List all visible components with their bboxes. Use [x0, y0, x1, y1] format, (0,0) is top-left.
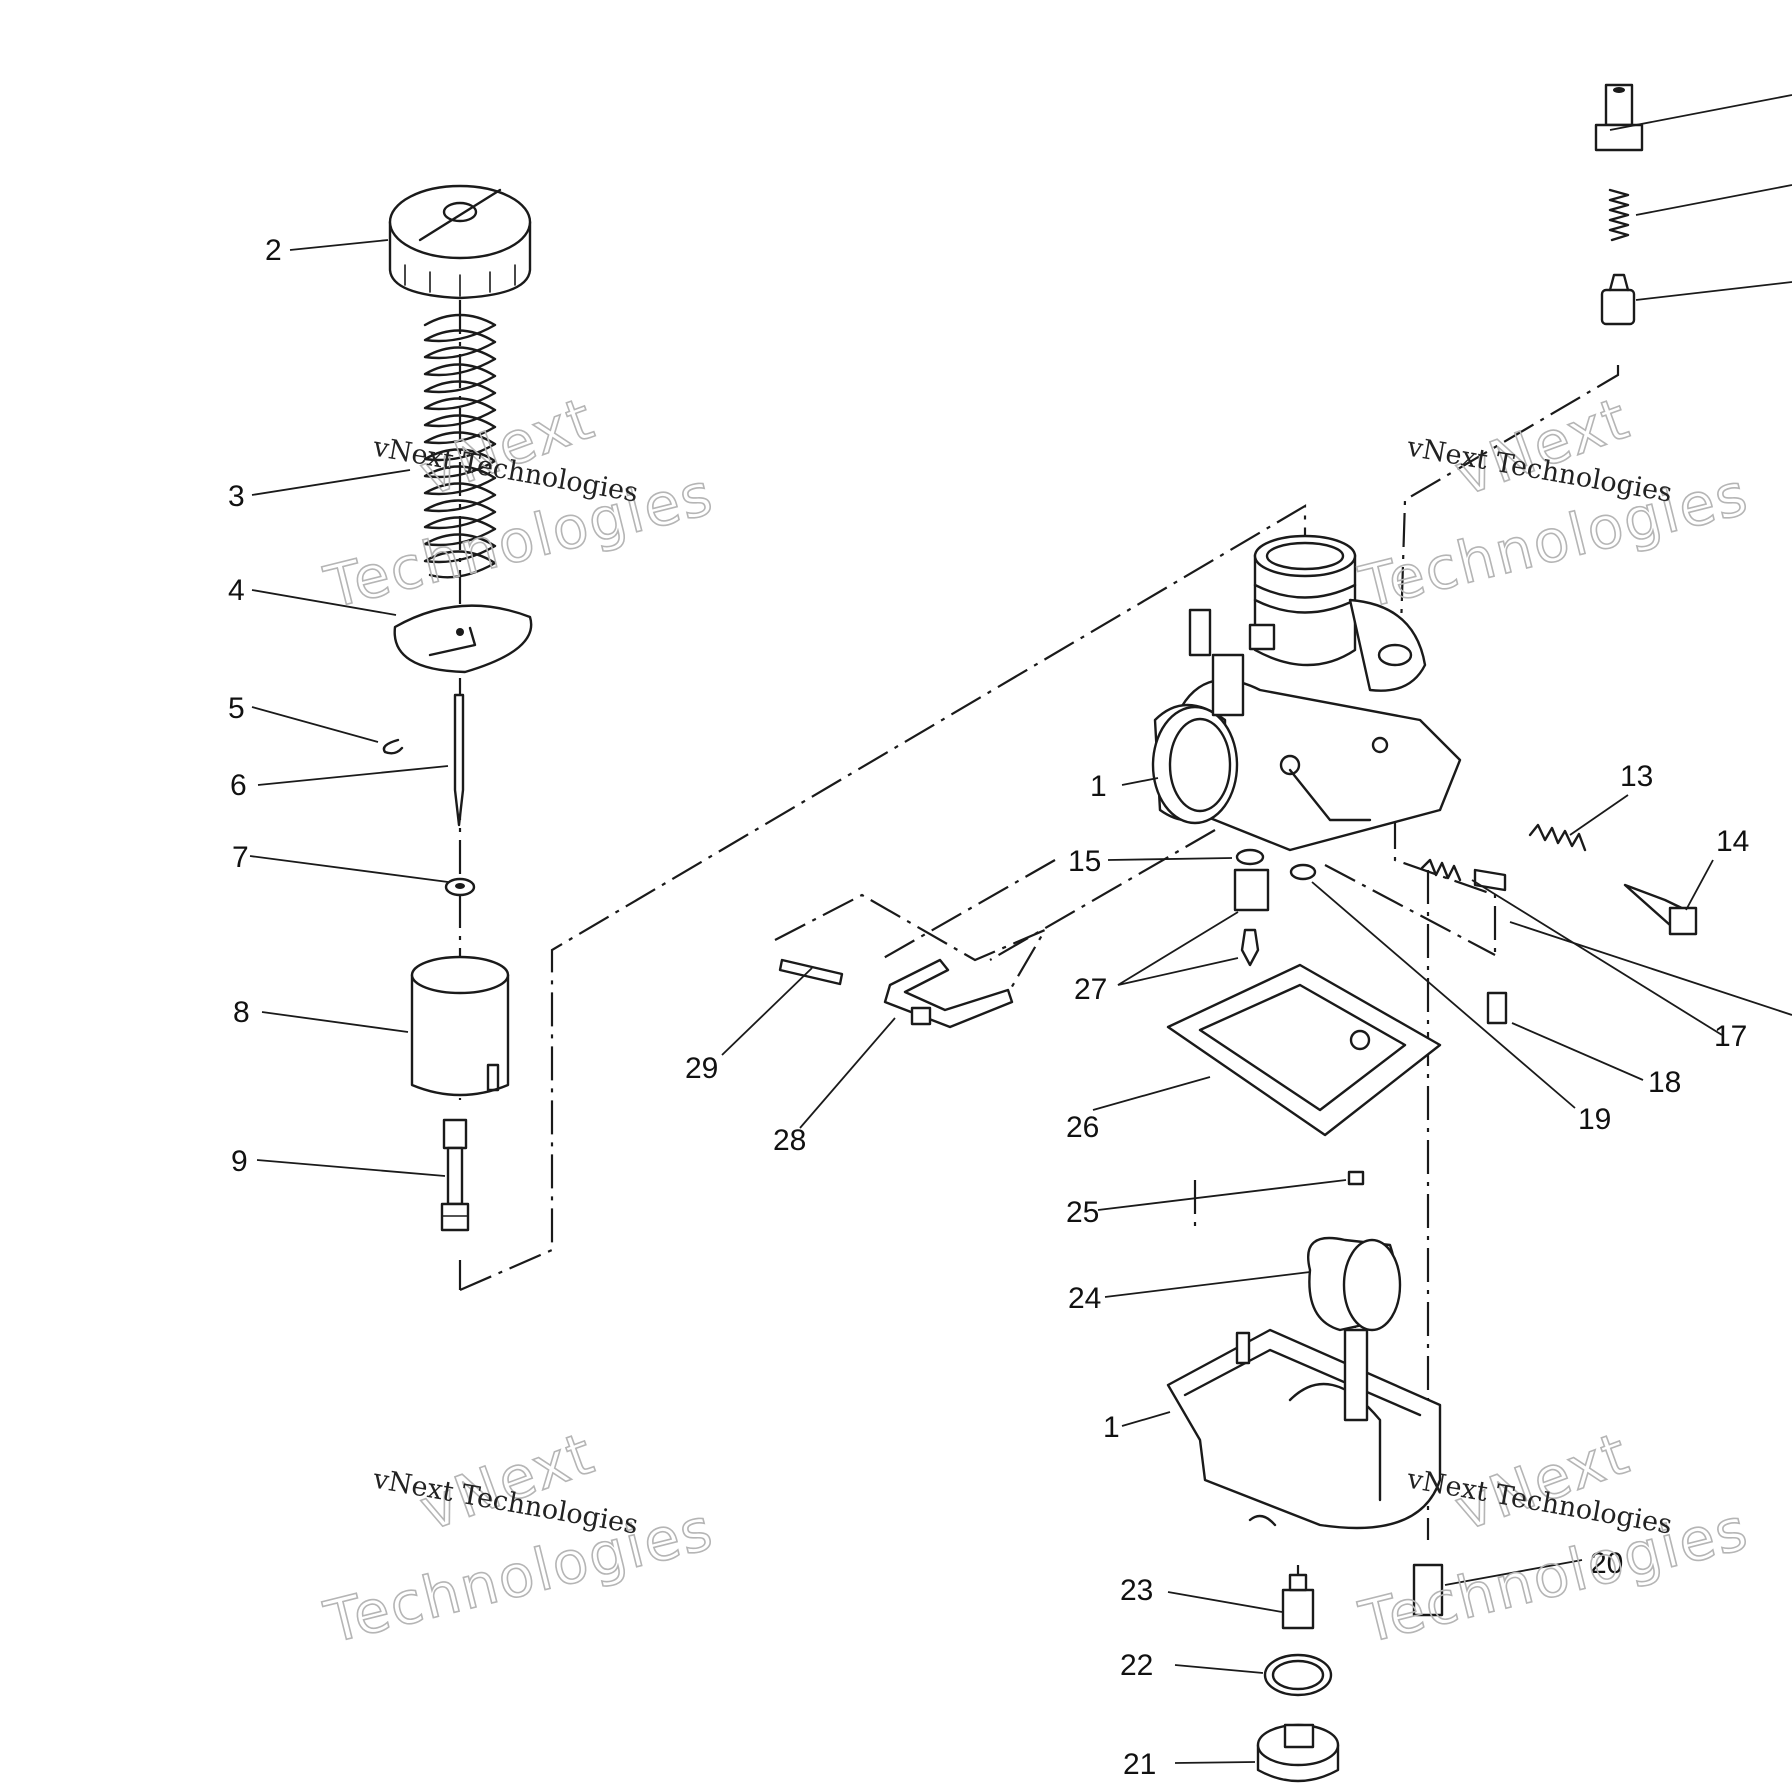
callout-6: 6 [230, 769, 247, 802]
callout-19: 19 [1578, 1103, 1611, 1136]
watermark-bottom-left: vNext Technologies vNext Technologies [317, 1418, 721, 1657]
callout-7: 7 [232, 841, 249, 874]
callout-9: 9 [231, 1145, 248, 1178]
part-top-cable-adjuster [1594, 83, 1644, 152]
part-14-screw [1623, 883, 1698, 936]
callout-2: 2 [265, 234, 282, 267]
callout-1b: 1 [1103, 1411, 1120, 1444]
callout-4: 4 [228, 574, 245, 607]
callout-25: 25 [1066, 1196, 1099, 1229]
callout-20: 20 [1590, 1547, 1623, 1580]
part-top-spring [1608, 188, 1630, 242]
part-1-carburetor-body [1151, 534, 1462, 852]
part-2-cap [388, 184, 532, 300]
part-5-clip [382, 738, 404, 755]
part-23-jet [1281, 1573, 1315, 1630]
part-9-jet [440, 1118, 470, 1232]
part-25-pin [1347, 1170, 1365, 1186]
part-4-plate [393, 604, 533, 674]
callout-24: 24 [1068, 1282, 1101, 1315]
part-28-float-arm [883, 958, 1014, 1029]
part-17-needle-screw [1420, 858, 1507, 892]
callout-5: 5 [228, 692, 245, 725]
part-6-needle [453, 693, 465, 827]
part-8-slide [410, 955, 510, 1097]
callout-8: 8 [233, 996, 250, 1029]
watermark-top-right: vNext Technologies vNext Technologies [1352, 383, 1756, 622]
callout-15: 15 [1068, 845, 1101, 878]
callout-numbers: 2 3 4 5 6 7 8 9 1 13 14 15 17 18 19 26 2… [228, 234, 1749, 1781]
part-top-nut [1600, 273, 1636, 326]
part-3-spring [423, 313, 497, 579]
callout-18: 18 [1648, 1066, 1681, 1099]
callout-27: 27 [1074, 973, 1107, 1006]
part-22-o-ring [1263, 1653, 1333, 1697]
callout-29: 29 [685, 1052, 718, 1085]
leader-lines [249, 94, 1792, 1764]
part-24-float [1307, 1236, 1402, 1332]
part-21-drain-plug [1256, 1723, 1340, 1783]
watermark-top-left: vNext Technologies vNext Technologies [317, 383, 721, 622]
callout-13: 13 [1620, 760, 1653, 793]
callout-23: 23 [1120, 1574, 1153, 1607]
callout-28: 28 [773, 1124, 806, 1157]
part-26-gasket [1166, 963, 1442, 1137]
callout-17: 17 [1714, 1020, 1747, 1053]
callout-1a: 1 [1090, 770, 1107, 803]
callout-22: 22 [1120, 1649, 1153, 1682]
callout-21: 21 [1123, 1748, 1156, 1781]
part-20-screw [1412, 1563, 1444, 1617]
part-7-washer [444, 877, 476, 897]
part-29-pin [778, 958, 844, 986]
part-1-float-bowl [1166, 1328, 1442, 1530]
part-27-needle-valve [1233, 868, 1270, 967]
callout-26: 26 [1066, 1111, 1099, 1144]
part-13-spring [1528, 823, 1587, 852]
part-18-jet [1486, 991, 1508, 1025]
callout-14: 14 [1716, 825, 1749, 858]
part-19-washer [1289, 863, 1317, 881]
callout-3: 3 [228, 480, 245, 513]
part-15-washer [1235, 848, 1265, 866]
